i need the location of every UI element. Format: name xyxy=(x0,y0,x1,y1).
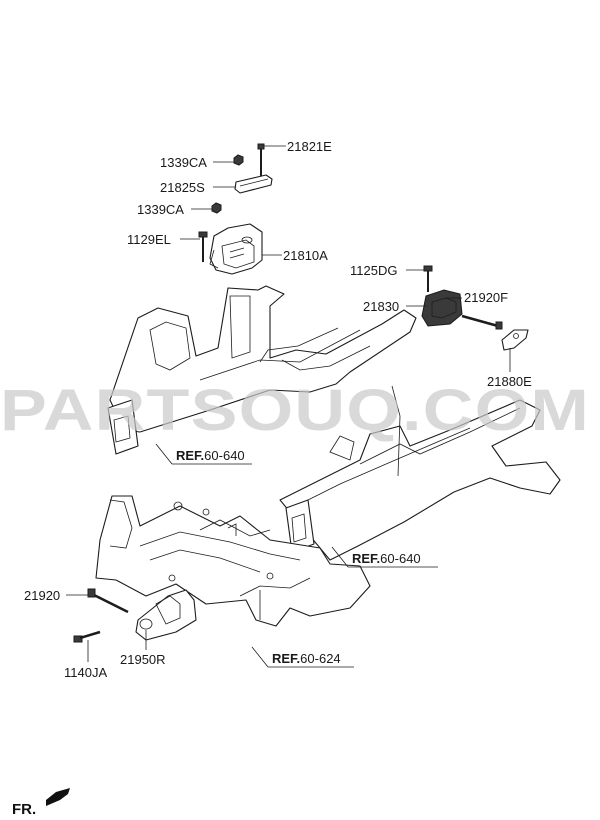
nut-1339ca-lower xyxy=(211,202,222,214)
frame-member-right xyxy=(279,385,561,561)
ref-prefix: REF. xyxy=(352,551,380,566)
ref-labels: REF.60-640 REF.60-640 REF.60-624 xyxy=(176,448,421,666)
frame-member-left xyxy=(107,285,417,455)
label-1140ja: 1140JA xyxy=(64,665,107,680)
label-21821e: 21821E xyxy=(287,139,332,154)
transmission-mount xyxy=(421,265,529,351)
label-21880e: 21880E xyxy=(487,374,532,389)
leader-lines xyxy=(66,145,511,668)
bolt-21821e xyxy=(257,143,265,180)
bolt-21920 xyxy=(87,588,129,614)
nut-1339ca-top xyxy=(233,154,244,166)
ref-number: 60-640 xyxy=(380,551,420,566)
ref-label-60-640-lower: REF.60-640 xyxy=(352,551,421,566)
bolt-1125dg xyxy=(423,265,433,292)
ref-label-60-640-upper: REF.60-640 xyxy=(176,448,245,463)
label-21920f: 21920F xyxy=(464,290,508,305)
label-1125dg: 1125DG xyxy=(350,263,397,278)
ref-label-60-624: REF.60-624 xyxy=(272,651,341,666)
mount-body-21830 xyxy=(421,289,463,327)
part-labels: 21821E 1339CA 21825S 1339CA 1129EL 21810… xyxy=(24,139,532,680)
roll-rod-mount xyxy=(73,588,197,643)
label-21830: 21830 xyxy=(363,299,399,314)
ref-number: 60-640 xyxy=(204,448,244,463)
bolt-21920f xyxy=(461,314,503,330)
label-1339ca-lower: 1339CA xyxy=(137,202,184,217)
front-arrow-icon xyxy=(46,788,70,806)
label-21920: 21920 xyxy=(24,588,60,603)
ref-prefix: REF. xyxy=(272,651,300,666)
front-label: FR. xyxy=(12,801,36,818)
bolt-1129el xyxy=(198,231,208,262)
engine-mount-upper xyxy=(198,143,273,275)
ref-prefix: REF. xyxy=(176,448,204,463)
label-21950r: 21950R xyxy=(120,652,166,667)
bracket-21880e xyxy=(501,329,529,351)
label-21825s: 21825S xyxy=(160,180,205,195)
watermark: PARTSOUQ.COM xyxy=(0,378,590,443)
label-1339ca-top: 1339CA xyxy=(160,155,207,170)
subframe xyxy=(95,495,371,627)
bracket-21825s xyxy=(234,174,273,194)
mount-body-21810a xyxy=(209,223,263,275)
front-marker: FR. xyxy=(12,788,70,818)
label-21810a: 21810A xyxy=(283,248,328,263)
bolt-1140ja xyxy=(73,630,101,643)
ref-number: 60-624 xyxy=(300,651,340,666)
label-1129el: 1129EL xyxy=(127,232,171,247)
